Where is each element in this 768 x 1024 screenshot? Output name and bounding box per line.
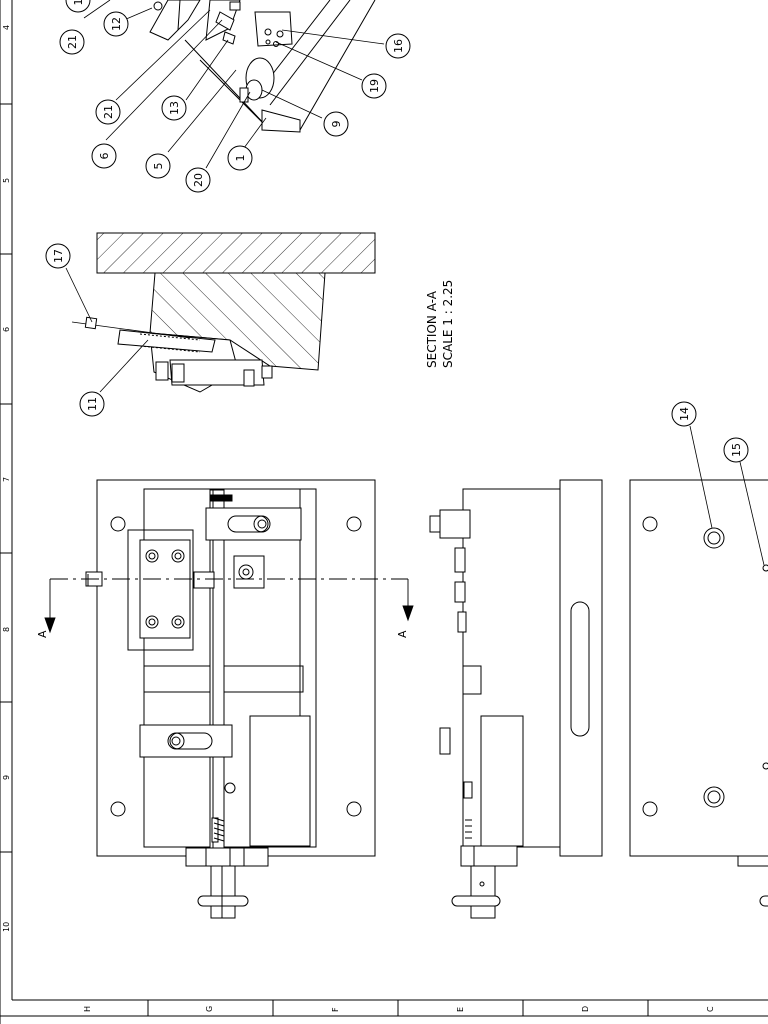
leader-lines-iso xyxy=(83,0,385,169)
border-row-labels: 4 5 6 7 8 9 10 xyxy=(2,25,11,932)
section-hatched-plate xyxy=(96,232,376,274)
mounting-hole xyxy=(346,801,362,817)
col-label: G xyxy=(205,1006,214,1012)
leader-lines-side xyxy=(689,425,765,566)
balloon-11: 11 xyxy=(86,397,99,411)
balloon-13: 13 xyxy=(168,101,181,115)
top-view xyxy=(85,479,376,919)
row-label: 6 xyxy=(2,327,11,332)
balloon-12: 12 xyxy=(110,17,123,31)
leader-lines-section xyxy=(65,267,149,393)
balloon-6: 6 xyxy=(98,153,111,160)
row-label: 8 xyxy=(2,627,11,632)
section-title: SECTION A-A xyxy=(425,290,439,368)
col-label: E xyxy=(456,1007,465,1012)
balloon-21: 21 xyxy=(102,105,115,119)
balloon-9: 9 xyxy=(330,121,343,128)
row-label: 7 xyxy=(2,477,11,482)
mounting-hole xyxy=(110,516,126,532)
border-col-labels: H G F E D C xyxy=(83,1006,715,1012)
row-label: 4 xyxy=(2,25,11,30)
mounting-hole xyxy=(346,516,362,532)
balloon-1-top: 1 xyxy=(72,0,85,6)
section-label: SECTION A-A SCALE 1 : 2.25 xyxy=(425,280,455,368)
balloon-labels: 21 12 21 6 13 5 20 1 9 19 16 17 11 14 15… xyxy=(52,0,743,457)
balloon-21: 21 xyxy=(66,35,79,49)
row-label: 10 xyxy=(2,922,11,932)
balloon-15: 15 xyxy=(730,443,743,457)
cut-label-right: A xyxy=(396,630,409,638)
cut-label-left: A xyxy=(36,630,49,638)
balloon-5: 5 xyxy=(152,163,165,170)
balloon-1: 1 xyxy=(234,155,247,162)
isometric-view xyxy=(149,0,376,133)
balloon-group xyxy=(45,0,749,463)
balloon-17: 17 xyxy=(52,249,65,263)
col-label: C xyxy=(706,1006,715,1012)
row-label: 9 xyxy=(2,775,11,780)
col-label: D xyxy=(581,1006,590,1012)
col-label: H xyxy=(83,1006,92,1012)
balloon-16: 16 xyxy=(392,39,405,53)
row-label: 5 xyxy=(2,178,11,183)
mounting-hole xyxy=(110,801,126,817)
section-view xyxy=(71,232,376,393)
balloon-20: 20 xyxy=(192,173,205,187)
section-scale: SCALE 1 : 2.25 xyxy=(441,280,455,368)
balloon-19: 19 xyxy=(368,79,381,93)
col-label: F xyxy=(331,1007,340,1012)
side-view xyxy=(629,479,768,907)
front-view xyxy=(429,479,603,919)
cutting-plane xyxy=(44,578,414,634)
balloon-14: 14 xyxy=(678,407,691,421)
